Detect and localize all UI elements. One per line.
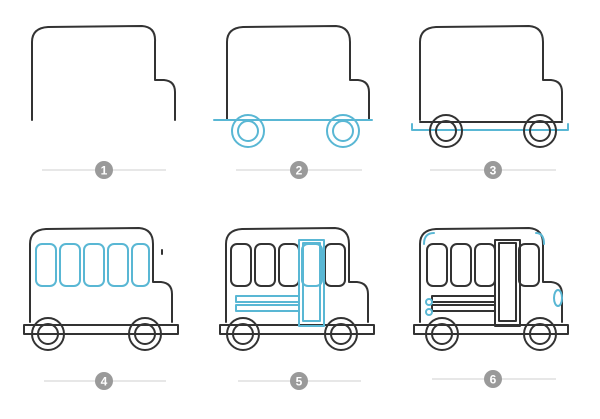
window [35,243,57,287]
step-badge [290,372,308,390]
bumper-guide [411,123,569,131]
window [518,243,540,287]
front-wheel-inner [332,120,354,142]
window [230,243,252,287]
front-wheel-outer [128,317,162,351]
step-number: 5 [296,375,303,389]
step-5-panel: 5 [219,227,375,390]
door-outline [298,239,325,327]
side-stripe-top [235,295,300,303]
step-number: 2 [296,164,303,178]
rear-wheel-outer [226,317,260,351]
front-wheel-inner [529,120,551,142]
rear-wheel-inner [431,323,453,345]
window [450,243,472,287]
front-wheel-outer [523,114,557,148]
front-wheel-outer [326,114,360,148]
side-stripe-bottom [235,304,300,312]
rear-light-bottom [425,308,433,316]
headlight [553,289,563,307]
front-wheel-inner [134,323,156,345]
window [107,243,129,287]
bus-body-outline [31,25,176,121]
window [83,243,105,287]
front-wheel-inner [529,323,551,345]
step-4-panel: 4 [23,227,179,390]
front-wheel-outer [523,317,557,351]
side-stripe-bottom [431,304,496,312]
bus-body-outline [29,227,173,323]
step-badge [484,370,502,388]
rear-wheel-outer [231,114,265,148]
step-badge [95,161,113,179]
rear-wheel-outer [425,317,459,351]
step-badge [95,372,113,390]
rear-wheel-inner [435,120,457,142]
rear-light-top [425,298,433,306]
front-wheel-outer [324,317,358,351]
step-number: 6 [490,373,497,387]
window [324,243,346,287]
rear-roof-corner [423,232,435,245]
bus-body-outline [419,227,563,323]
front-roof-corner [535,232,545,245]
step-number: 4 [101,375,108,389]
rear-wheel-inner [237,120,259,142]
bus-body-outline [226,25,370,121]
bus-body-outline [419,25,563,121]
step-badge [484,161,502,179]
window [278,243,300,287]
door-panel [498,242,517,322]
bumper [23,324,179,335]
step-number: 1 [101,164,108,178]
step-number: 3 [490,164,497,178]
step-badge [290,161,308,179]
rear-wheel-outer [31,317,65,351]
step-1-panel: 1 [31,25,176,179]
step-2-panel: 2 [213,25,373,179]
window [426,243,448,287]
step-3-panel: 3 [411,25,569,179]
window [59,243,81,287]
front-wheel-inner [330,323,352,345]
rear-wheel-outer [429,114,463,148]
bus-body-outline [225,227,369,323]
step-6-panel: 6 [413,227,569,388]
window [131,243,150,287]
side-stripe-top [431,295,496,303]
door-outline [494,239,521,327]
rear-wheel-inner [37,323,59,345]
window [474,243,496,287]
rear-wheel-inner [232,323,254,345]
door-panel [302,242,321,322]
window [254,243,276,287]
